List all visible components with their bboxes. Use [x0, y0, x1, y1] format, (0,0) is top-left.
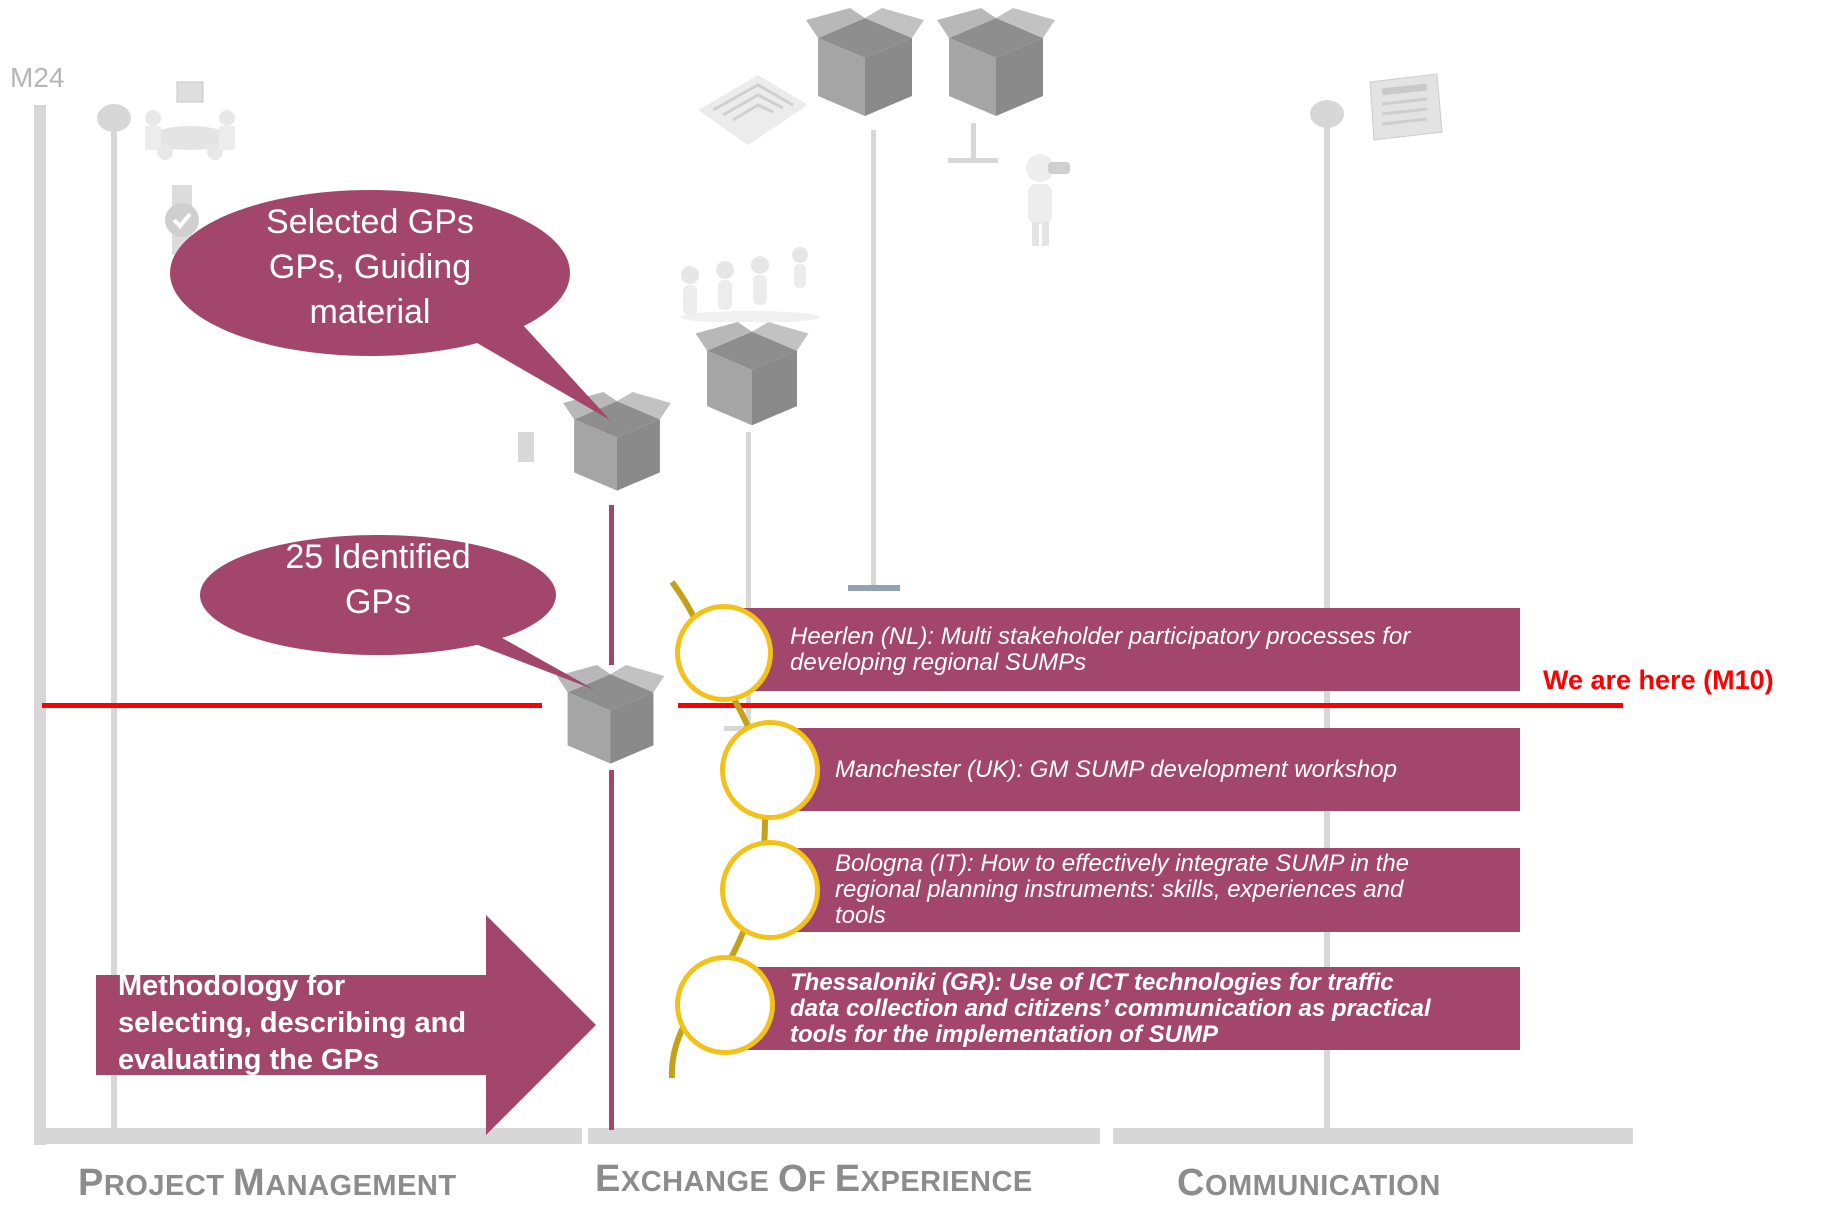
- watch-icon: [165, 185, 199, 255]
- gp-line: Thessaloniki (GR): Use of ICT technologi…: [790, 968, 1394, 996]
- callout-line: GPs: [344, 583, 412, 621]
- maze-icon: [698, 75, 808, 145]
- gp-heerlen: Heerlen (NL): Multi stakeholder particip…: [735, 608, 1520, 691]
- active-stem: [609, 505, 614, 1130]
- callout-line: Selected GPs: [266, 203, 474, 241]
- column-label-communication: COMMUNICATION: [1177, 1162, 1441, 1204]
- current-position-line-left: [42, 703, 542, 708]
- exchange-stem-a: [871, 130, 876, 590]
- gp-thessaloniki: Thessaloniki (GR): Use of ICT technologi…: [735, 967, 1520, 1050]
- gp-bologna-ring: [720, 840, 820, 940]
- top-milestone-label: M24: [10, 62, 65, 93]
- gp-thessaloniki-ring: [675, 955, 775, 1055]
- baseline-exchange: [588, 1128, 1100, 1144]
- gp-line: data collection and citizens’ communicat…: [790, 994, 1431, 1022]
- gp-bologna: Bologna (IT): How to effectively integra…: [775, 848, 1520, 932]
- team-icon: [680, 247, 820, 323]
- exchange-stem-b: [971, 115, 976, 160]
- methodology-arrow: [96, 915, 596, 1135]
- gp-line: Bologna (IT): How to effectively integra…: [835, 850, 1410, 877]
- current-position-label: We are here (M10): [1543, 665, 1774, 695]
- gp-line: tools for the implementation of SUMP: [790, 1020, 1219, 1048]
- callout-line: GPs, Guiding: [268, 248, 472, 286]
- selected-gps-callout-text: Selected GPs GPs, Guiding material: [210, 200, 530, 335]
- current-position-line-right: [678, 703, 1623, 708]
- gp-manchester-ring: [720, 720, 820, 820]
- identified-gps-callout: [200, 535, 595, 690]
- open-box-icon: [937, 8, 1055, 123]
- exchange-stem-c: [746, 430, 751, 730]
- exchange-stem-b-cap: [948, 158, 998, 163]
- meeting-icon: [145, 81, 235, 160]
- methodology-text: Methodology for selecting, describing an…: [118, 968, 466, 1079]
- methodology-line: selecting, describing and: [118, 1007, 467, 1039]
- methodology-line: Methodology for: [118, 970, 346, 1002]
- pm-stem: [111, 115, 117, 1130]
- communication-stem-dot: [1310, 100, 1344, 128]
- column-label-exchange-of-experience: EXCHANGE OF EXPERIENCE: [595, 1158, 1033, 1200]
- selected-gps-callout: [170, 190, 610, 420]
- column-label-project-management: PROJECT MANAGEMENT: [78, 1162, 457, 1204]
- gp-line: developing regional SUMPs: [790, 648, 1087, 676]
- small-card-icon: [518, 432, 534, 462]
- open-box-icon: [556, 665, 665, 770]
- gp-line: Heerlen (NL): Multi stakeholder particip…: [790, 622, 1411, 650]
- baseline-communication: [1113, 1128, 1633, 1144]
- exchange-stem-a-cap: [848, 585, 900, 591]
- gp-heerlen-ring: [675, 604, 773, 702]
- gp-line: tools: [835, 902, 886, 929]
- identified-gps-callout-text: 25 Identified GPs: [228, 535, 528, 625]
- pm-stem-dot: [97, 104, 131, 132]
- callout-line: material: [309, 293, 431, 331]
- main-vertical-axis: [34, 105, 46, 1145]
- gp-line: Manchester (UK): GM SUMP development wor…: [835, 755, 1397, 783]
- baseline-project-management: [34, 1128, 582, 1144]
- open-box-icon: [695, 322, 809, 432]
- binoculars-person-icon: [1026, 154, 1070, 246]
- callout-line: 25 Identified: [285, 538, 471, 576]
- newspaper-icon: [1369, 73, 1443, 141]
- open-box-icon: [806, 8, 924, 123]
- gp-manchester: Manchester (UK): GM SUMP development wor…: [775, 728, 1520, 811]
- gp-line: regional planning instruments: skills, e…: [835, 876, 1404, 903]
- open-box-icon: [563, 392, 671, 497]
- methodology-line: evaluating the GPs: [118, 1044, 380, 1076]
